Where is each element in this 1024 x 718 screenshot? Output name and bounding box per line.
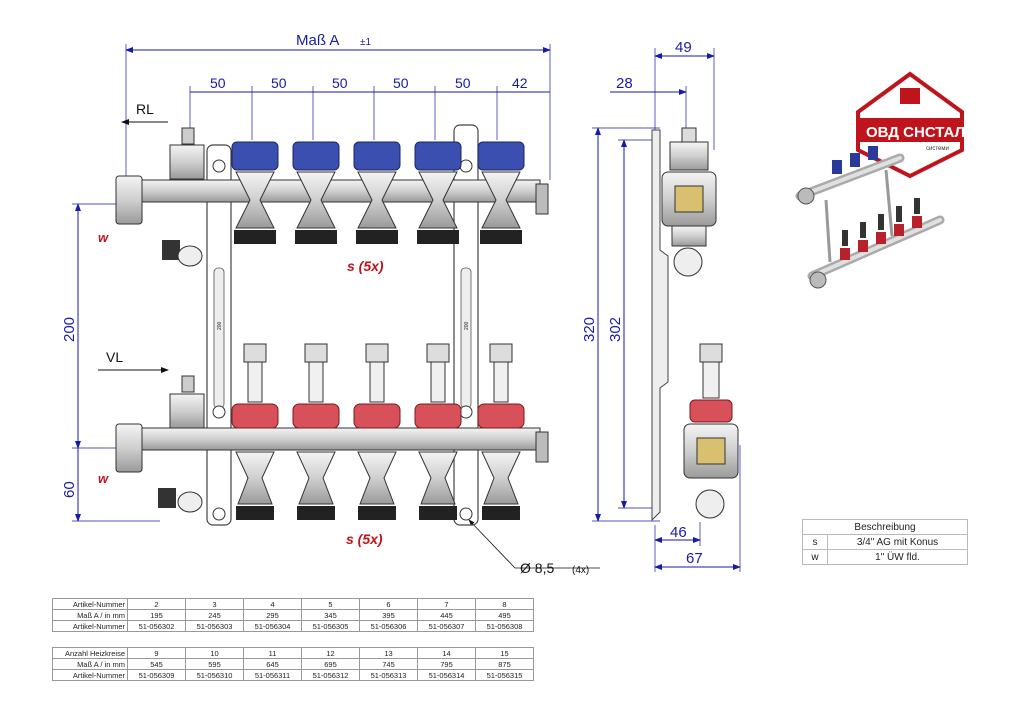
spacing-5: 50	[455, 75, 471, 91]
legend-key: s	[802, 534, 828, 550]
hole-count: (4x)	[572, 565, 589, 576]
rl-marker: RL	[121, 101, 168, 125]
dim-mass-a-label: Maß A	[296, 32, 339, 49]
spacing-3: 50	[332, 75, 348, 91]
legend-header: Beschreibung	[802, 519, 968, 535]
spacing-1: 50	[210, 75, 226, 91]
spacing-2: 50	[271, 75, 287, 91]
w-top-label: w	[98, 230, 109, 245]
product-photo	[795, 146, 945, 289]
dim-mass-a-tol: ±1	[360, 37, 371, 48]
dim-60: 60	[61, 448, 160, 522]
dim-320: 320	[581, 317, 598, 342]
s-top-label: s (5x)	[347, 258, 384, 274]
rl-label: RL	[136, 101, 154, 117]
spacing-4: 50	[393, 75, 409, 91]
dim-60-label: 60	[61, 481, 78, 498]
legend-value: 3/4" AG mit Konus	[827, 534, 968, 550]
dim-200-label: 200	[61, 317, 78, 342]
brand-logo: ОВД СНСТАЛ системи	[856, 71, 965, 179]
spacing-6: 42	[512, 75, 528, 91]
dim-200: 200	[61, 203, 118, 449]
dim-49: 49	[675, 39, 692, 56]
dim-28: 28	[616, 75, 633, 92]
dim-67: 67	[686, 550, 703, 567]
w-bottom-label: w	[98, 471, 109, 486]
legend-value: 1" ÜW fld.	[827, 549, 968, 565]
logo-subtext: системи	[926, 146, 949, 152]
side-view-dims: 49 28 320 302 46 67	[581, 39, 741, 572]
dim-mass-a: Maß A ±1	[125, 32, 551, 180]
top-outlets	[231, 141, 525, 244]
legend-key: w	[802, 549, 828, 565]
svg-text:200: 200	[464, 321, 470, 330]
bottom-outlets	[231, 343, 525, 520]
dim-302: 302	[607, 317, 624, 342]
dim-46: 46	[670, 524, 687, 541]
dim-spacings: 50 50 50 50 50 42	[189, 75, 550, 140]
svg-text:200: 200	[217, 321, 223, 330]
vl-marker: VL	[98, 349, 169, 373]
manifold-side	[651, 127, 739, 522]
logo-text: ОВД СНСТАЛ	[866, 124, 965, 141]
hole-callout: Ø 8,5 (4x)	[468, 519, 600, 576]
hole-label: Ø 8,5	[520, 560, 554, 576]
vl-label: VL	[106, 349, 123, 365]
manifold-front: 200 200	[115, 124, 549, 526]
legend-table: Beschreibung s 3/4" AG mit Konus w 1" ÜW…	[802, 519, 968, 565]
s-bottom-label: s (5x)	[346, 531, 383, 547]
